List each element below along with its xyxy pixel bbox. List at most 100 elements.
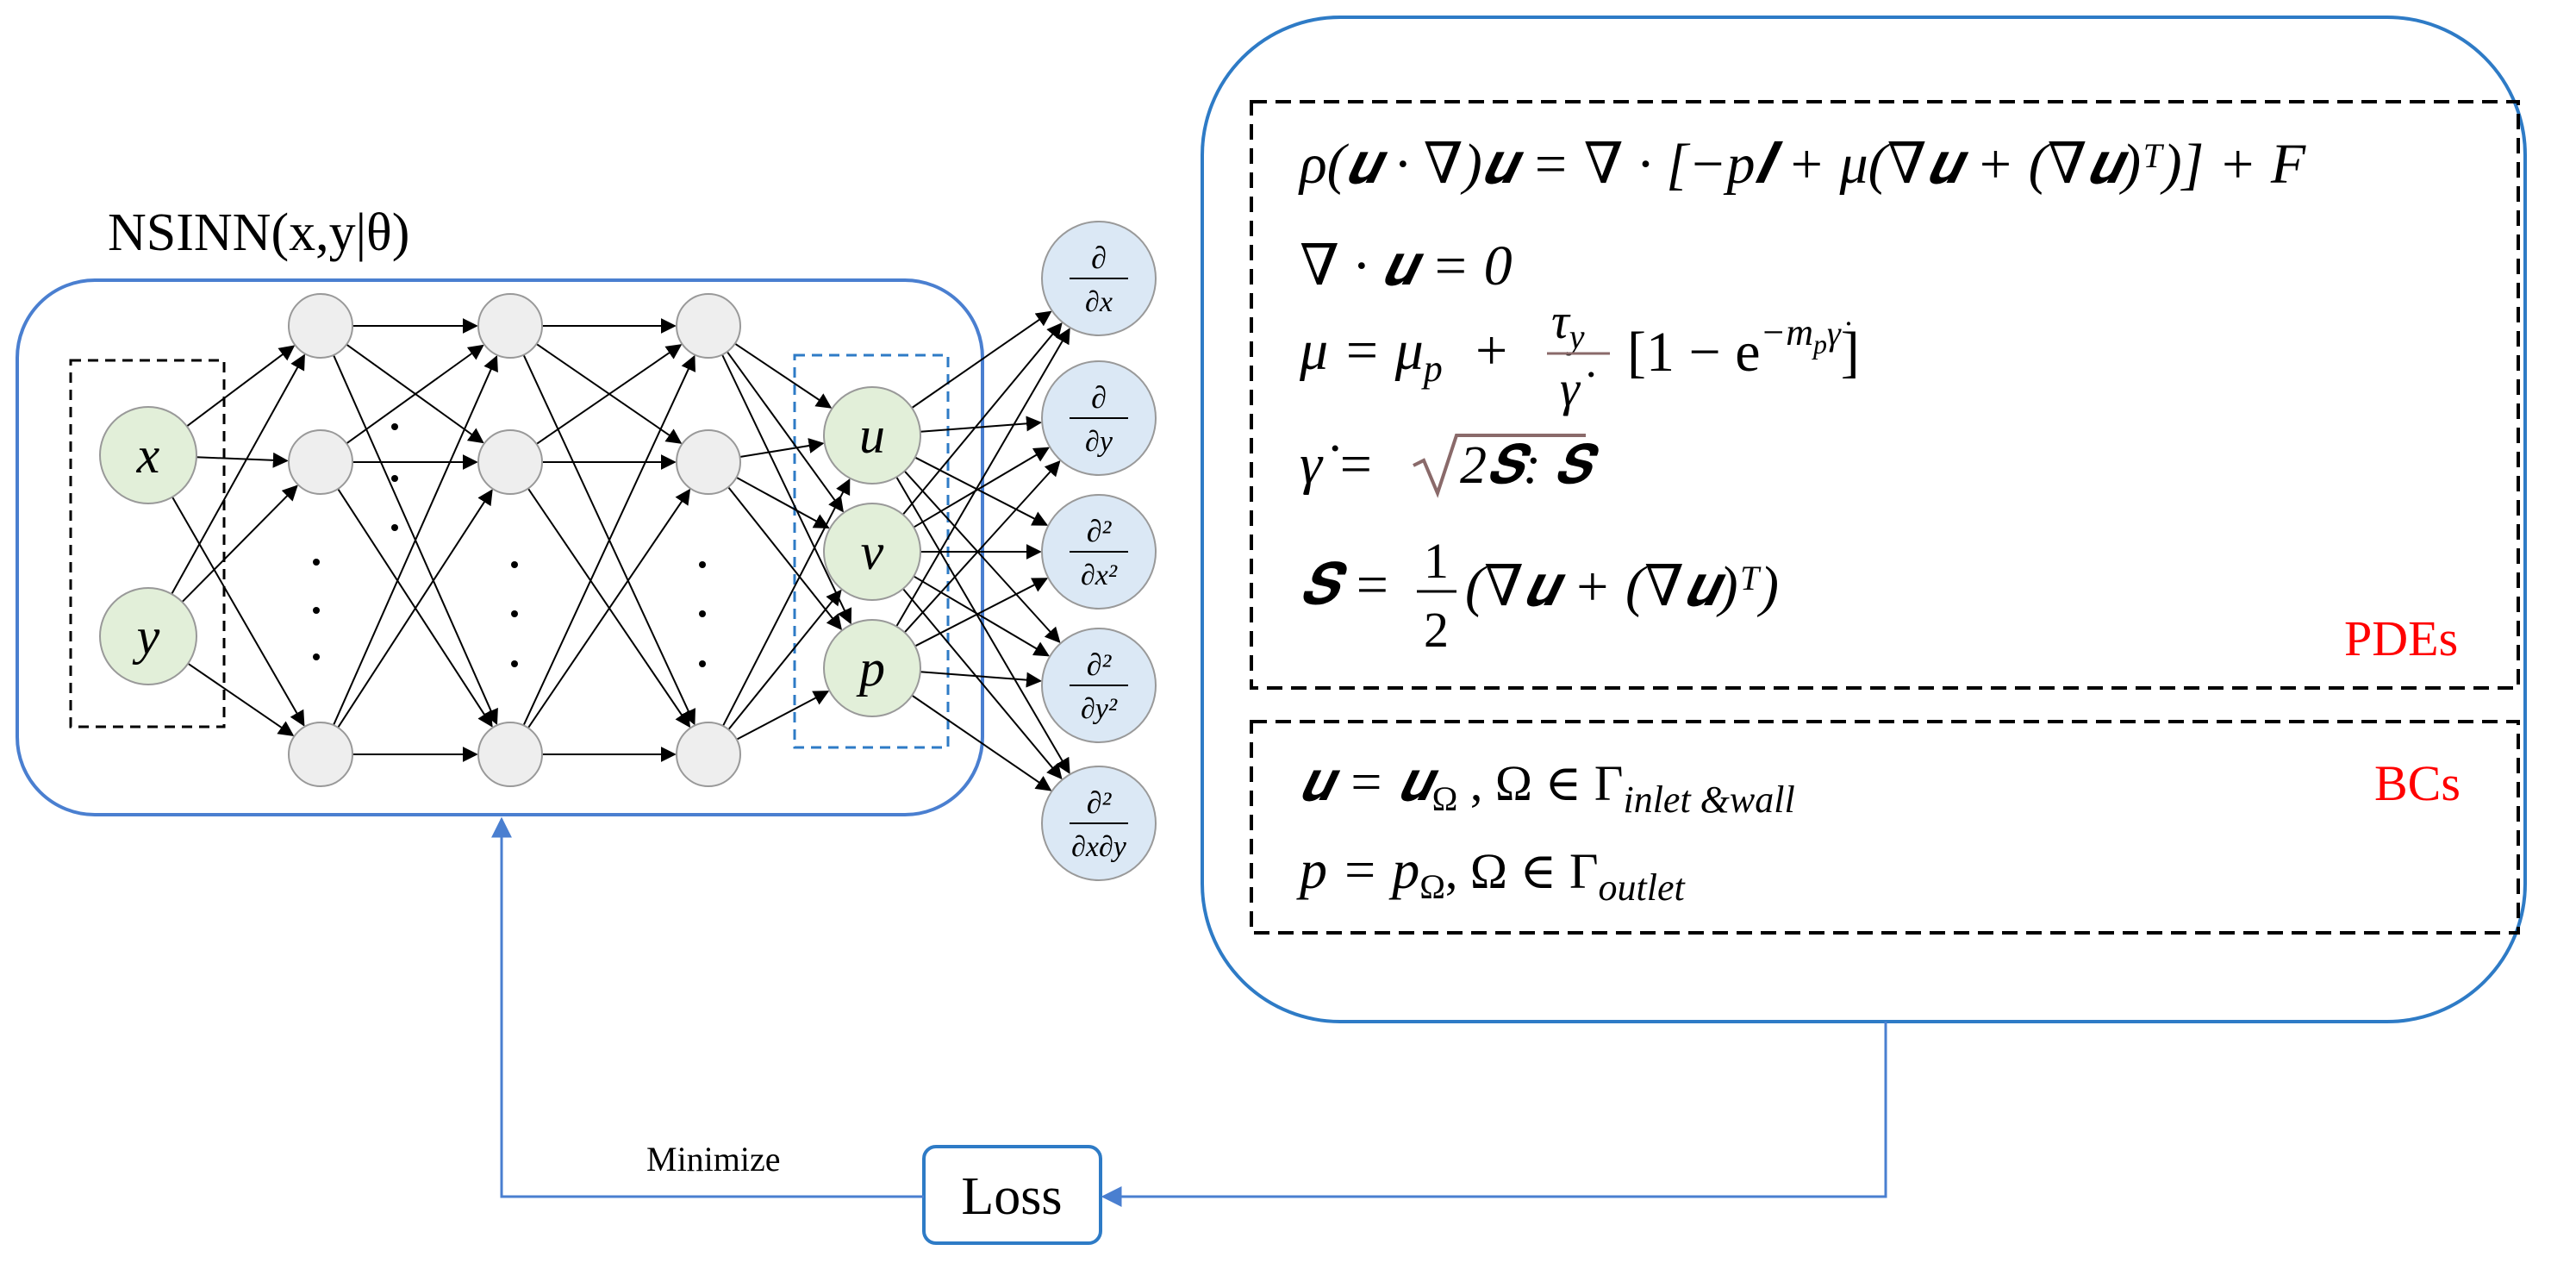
strain-tensor-equation: 𝑺 = 1 2 (∇𝒖 + (∇𝒖)ᵀ) (1300, 533, 1779, 658)
hidden-node (288, 293, 353, 359)
eq5-frac-num: 1 (1424, 533, 1449, 589)
eq3-frac-num: τ (1551, 293, 1571, 349)
shear-rate-equation: γ̇ = 2𝑺: 𝑺 (1300, 433, 1599, 498)
eq3-frac-den: γ̇ (1560, 360, 1594, 416)
ellipsis-dot (313, 607, 320, 614)
derivative-numerator: ∂² (1087, 514, 1113, 548)
edge-output-derivative (913, 447, 1050, 528)
output-node-label: v (861, 523, 884, 580)
derivative-denominator: ∂x (1085, 286, 1113, 318)
edge-output-derivative (895, 328, 1070, 628)
bc2-main: p = p (1296, 839, 1419, 900)
hidden-node (676, 429, 741, 495)
bc2-sub: Ω (1419, 867, 1445, 906)
input-node-label: y (132, 608, 160, 665)
ellipsis-dot (313, 559, 320, 566)
ellipsis-dot (391, 423, 398, 430)
eq3-left: μ = μ (1299, 319, 1424, 382)
edge-hidden-hidden (337, 489, 493, 728)
hidden-node (477, 429, 543, 495)
hidden-layer-ellipses (313, 423, 706, 667)
edge-input-hidden (172, 497, 305, 727)
eq3-sub: p (1421, 347, 1443, 390)
minimize-label: Minimize (646, 1140, 781, 1179)
edge-hidden-output (721, 353, 852, 625)
loss-label: Loss (961, 1167, 1062, 1226)
svg-text:p = pΩ, Ω ∈ Γoutlet: p = pΩ, Ω ∈ Γoutlet (1296, 839, 1686, 909)
ellipsis-dot (391, 524, 398, 531)
derivative-numerator: ∂² (1087, 647, 1113, 682)
bc1-main: 𝒖 = 𝒖 (1300, 751, 1439, 812)
ellipsis-dot (511, 660, 518, 667)
network-edges (171, 310, 1070, 791)
edge-hidden-output (735, 476, 830, 529)
ellipsis-dot (313, 653, 320, 660)
viscosity-equation: μ = μp + τy γ̇ [1 − e−mpγ̇] (1299, 293, 1860, 416)
ellipsis-dot (699, 610, 706, 617)
input-node (99, 587, 197, 685)
input-group-box (69, 359, 226, 728)
derivative-denominator: ∂x² (1081, 560, 1118, 591)
edge-output-derivative (903, 470, 1061, 643)
eq3-close: ] (1841, 321, 1860, 384)
output-node (823, 619, 921, 717)
edge-hidden-hidden (527, 488, 691, 728)
eq3-exp-sub: p (1812, 328, 1827, 360)
ellipsis-dot (699, 561, 706, 568)
hidden-node (288, 429, 353, 495)
eq5-body: (∇𝒖 + (∇𝒖)ᵀ) (1465, 555, 1779, 618)
derivative-denominator: ∂y (1085, 426, 1113, 458)
derivative-numerator: ∂² (1087, 785, 1113, 820)
ellipsis-dot (511, 561, 518, 568)
edge-input-hidden (181, 485, 298, 603)
pde-equations: ρ(𝒖 · ∇)𝒖 = ∇ · [−p𝑰 + μ(∇𝒖 + (∇𝒖)ᵀ)] + … (1298, 133, 2306, 658)
eq5-frac-den: 2 (1424, 602, 1449, 658)
eq5-left: 𝑺 = (1300, 553, 1391, 616)
bc2-mid: , Ω ∈ Γ (1445, 843, 1599, 899)
svg-text:𝒖 = 𝒖Ω , Ω ∈ Γinlet &wall: 𝒖 = 𝒖Ω , Ω ∈ Γinlet &wall (1300, 751, 1795, 821)
network-title: NSINN(x,y|θ) (108, 203, 409, 262)
output-node (823, 386, 921, 485)
equations-frame (1201, 16, 2527, 1023)
output-node-label: p (856, 640, 885, 697)
eq3-bracket: [1 − e (1627, 321, 1761, 384)
loss-box (922, 1145, 1102, 1245)
edge-output-derivative (902, 588, 1063, 780)
edge-hidden-hidden (346, 344, 484, 445)
svg-text:[1 − e−mpγ̇]: [1 − e−mpγ̇] (1627, 311, 1860, 384)
edge-hidden-output (727, 589, 842, 730)
eq4-root: 2𝑺: 𝑺 (1460, 436, 1599, 495)
edge-output-derivative (901, 322, 1063, 516)
bcs-box (1250, 720, 2520, 935)
sqrt-sign (1413, 434, 1586, 498)
edge-hidden-output (739, 438, 825, 459)
bcs-label: BCs (2374, 755, 2461, 811)
edge-output-derivative (914, 456, 1049, 526)
derivative-denominator: ∂y² (1081, 693, 1118, 725)
edge-hidden-output (726, 351, 845, 513)
edge-hidden-output (736, 691, 830, 741)
bc1-sub2: inlet &wall (1623, 778, 1794, 821)
pdes-box (1250, 100, 2520, 690)
derivative-numerator: ∂ (1091, 241, 1107, 275)
eq4-left: γ̇ = (1300, 433, 1375, 496)
bc1-mid: , Ω ∈ Γ (1457, 755, 1623, 811)
hidden-node (288, 722, 353, 787)
pdes-label: PDEs (2344, 610, 2458, 666)
loss-to-network-arrow (491, 816, 924, 1198)
output-node-label: u (859, 407, 885, 464)
edge-hidden-hidden (333, 355, 498, 726)
derivative-denominator: ∂x∂y (1071, 831, 1127, 863)
edge-hidden-output (734, 342, 833, 409)
eq3-exp: −m (1761, 311, 1813, 353)
edge-output-derivative (911, 694, 1052, 791)
edge-input-hidden (186, 345, 296, 428)
edge-output-derivative (920, 671, 1042, 688)
input-node (99, 406, 197, 504)
edge-output-derivative (914, 578, 1049, 647)
equations-to-loss-arrow (1101, 1022, 1887, 1207)
edge-output-derivative (895, 476, 1070, 774)
edge-input-hidden (196, 452, 289, 468)
